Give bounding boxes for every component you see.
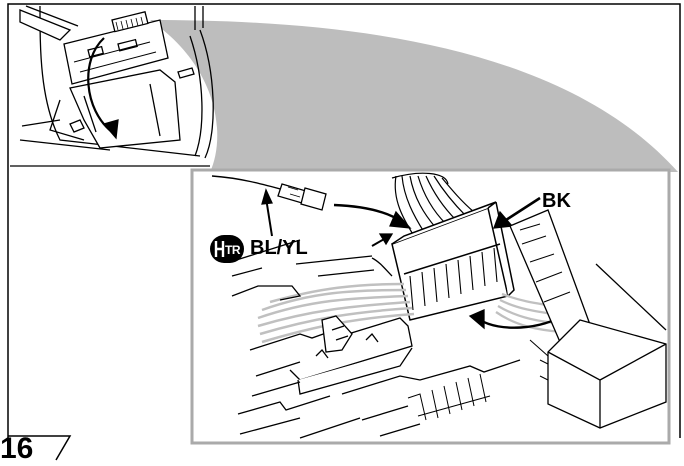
wire-color-label: BL/YL: [250, 237, 308, 259]
lower-mechanism: [229, 239, 521, 439]
bk-top-wires: [391, 172, 475, 237]
harness-glyph: [214, 241, 225, 257]
harness-badge-text: TR: [225, 243, 241, 257]
detail-scene: [211, 172, 667, 439]
zoom-wedge: [150, 20, 678, 172]
page-frame: [7, 3, 681, 438]
inline-connector: [277, 183, 327, 211]
bk-connector: [391, 201, 515, 321]
harness-tr-icon: TR: [210, 235, 244, 263]
figure-number: 16: [0, 432, 34, 465]
right-housing: [509, 209, 667, 429]
bk-arrow: [505, 196, 541, 222]
thumbnail-dashboard: [10, 5, 214, 167]
figure-corner: [8, 435, 72, 461]
connector-label: BK: [542, 190, 571, 212]
wire-bundle-left: [257, 282, 415, 344]
bl-yl-wire: [211, 175, 285, 191]
bl-yl-arrow: [265, 197, 273, 237]
